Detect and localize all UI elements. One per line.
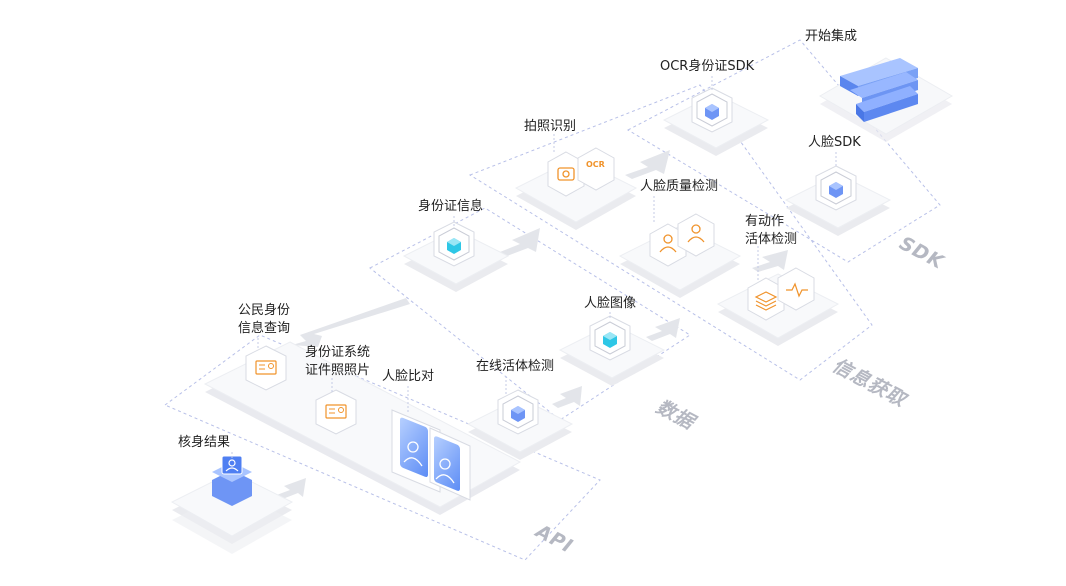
- arrow-online-to-compare: [552, 386, 582, 408]
- label-face-sdk: 人脸SDK: [808, 135, 861, 150]
- label-citizen-query: 公民身份 信息查询: [238, 303, 291, 336]
- stack-layers-icon: [840, 58, 918, 122]
- node-ocr-sdk-platform[interactable]: [662, 87, 770, 156]
- cube-icon: [705, 104, 719, 120]
- node-id-info-platform[interactable]: [402, 221, 510, 292]
- id-card-icon[interactable]: [245, 345, 287, 391]
- label-photo-ocr: 拍照识别: [524, 119, 577, 134]
- label-result: 核身结果: [178, 435, 231, 450]
- cube-icon: [829, 182, 843, 198]
- cube-icon: [447, 238, 461, 254]
- user-icon: [649, 223, 687, 267]
- node-face-quality-platform[interactable]: [618, 213, 742, 298]
- id-card-icon[interactable]: [315, 389, 357, 435]
- arrow-idinfo-to-query: [292, 298, 410, 347]
- label-online-liveness: 在线活体检测: [476, 359, 555, 374]
- cube-icon: [603, 332, 617, 348]
- node-face-image-platform[interactable]: [558, 315, 666, 386]
- label-face-quality: 人脸质量检测: [640, 179, 719, 194]
- arrow-photo-to-idinfo: [500, 228, 540, 256]
- node-photo-ocr-platform[interactable]: [514, 147, 638, 230]
- face-compare-icon[interactable]: [391, 409, 471, 501]
- cube-icon: [511, 406, 525, 422]
- pulse-icon: [777, 267, 815, 311]
- node-face-sdk-platform[interactable]: [784, 165, 892, 236]
- label-id-system-photo: 身份证系统 证件照照片: [305, 345, 371, 378]
- label-start: 开始集成: [805, 29, 858, 44]
- node-online-liveness-platform[interactable]: [466, 389, 574, 460]
- arrow-sdk-to-photo: [625, 150, 670, 179]
- arrow-compare-to-result: [274, 478, 306, 500]
- arrow-faceimg-to-online: [646, 318, 680, 341]
- sdk-group-outline: [626, 39, 941, 263]
- ocr-badge-text: OCR: [586, 160, 605, 169]
- verified-user-icon: [212, 455, 252, 506]
- arrow-liveness-to-faceimg: [752, 250, 788, 272]
- label-face-image: 人脸图像: [584, 296, 637, 311]
- label-action-liveness: 有动作 活体检测: [745, 214, 798, 247]
- label-id-info: 身份证信息: [418, 199, 484, 214]
- label-face-compare: 人脸比对: [382, 369, 435, 384]
- node-action-liveness-platform[interactable]: [716, 267, 840, 346]
- node-result-platform[interactable]: [170, 455, 294, 554]
- label-ocr-sdk: OCR身份证SDK: [660, 59, 755, 74]
- user-icon: [677, 213, 715, 257]
- info-group-outline: [468, 84, 873, 381]
- api-group-outline: [164, 334, 601, 561]
- node-start-platform[interactable]: [818, 57, 954, 142]
- ocr-badge-icon: [577, 147, 615, 191]
